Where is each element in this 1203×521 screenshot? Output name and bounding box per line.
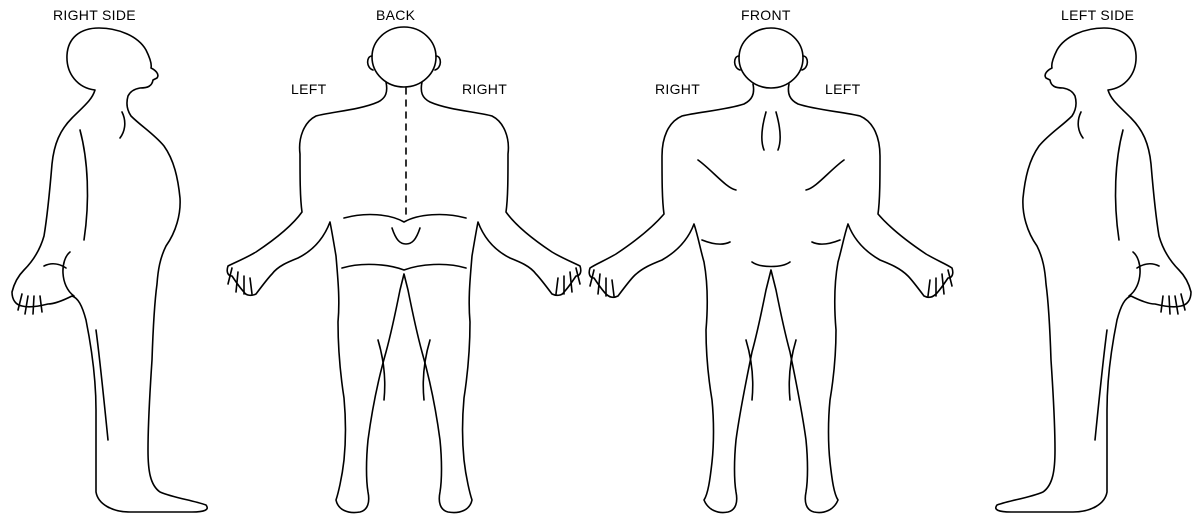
front-figure xyxy=(589,28,953,513)
back-figure xyxy=(227,27,581,513)
left-side-figure xyxy=(996,28,1191,512)
right-side-figure xyxy=(12,28,207,512)
